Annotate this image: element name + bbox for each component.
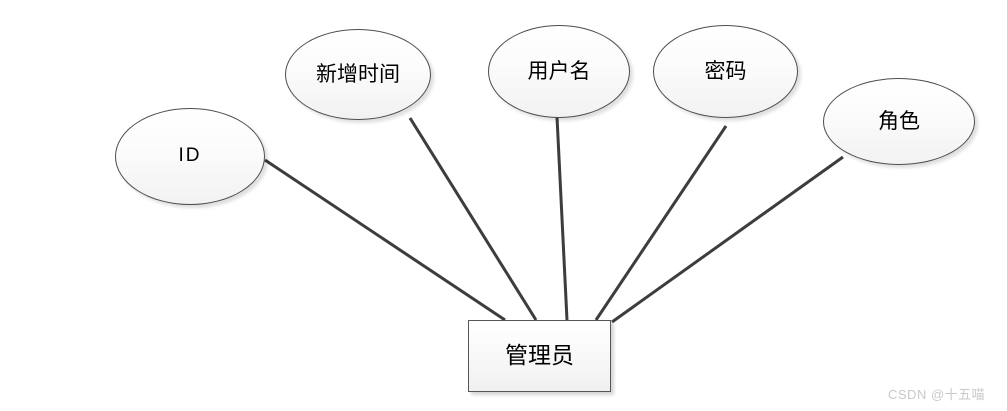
attribute-node-created-time[interactable]: 新增时间 <box>285 29 431 120</box>
edge-created-time <box>408 117 538 321</box>
edge-id <box>264 158 506 322</box>
attribute-label-username: 用户名 <box>527 59 591 83</box>
attribute-label-created-time: 新增时间 <box>316 62 400 86</box>
attribute-label-password: 密码 <box>704 59 747 83</box>
edge-role <box>611 155 844 324</box>
edge-username <box>555 116 569 321</box>
attribute-node-username[interactable]: 用户名 <box>488 25 630 118</box>
attribute-node-password[interactable]: 密码 <box>653 25 798 118</box>
attribute-label-id: ID <box>178 145 202 167</box>
attribute-node-id[interactable]: ID <box>115 108 265 205</box>
csdn-watermark: CSDN @十五喵 <box>888 387 986 402</box>
attribute-label-role: 角色 <box>878 109 920 133</box>
entity-label-administrator: 管理员 <box>505 342 574 369</box>
entity-node-administrator[interactable]: 管理员 <box>468 320 611 392</box>
edge-password <box>594 125 728 321</box>
attribute-node-role[interactable]: 角色 <box>823 78 975 165</box>
